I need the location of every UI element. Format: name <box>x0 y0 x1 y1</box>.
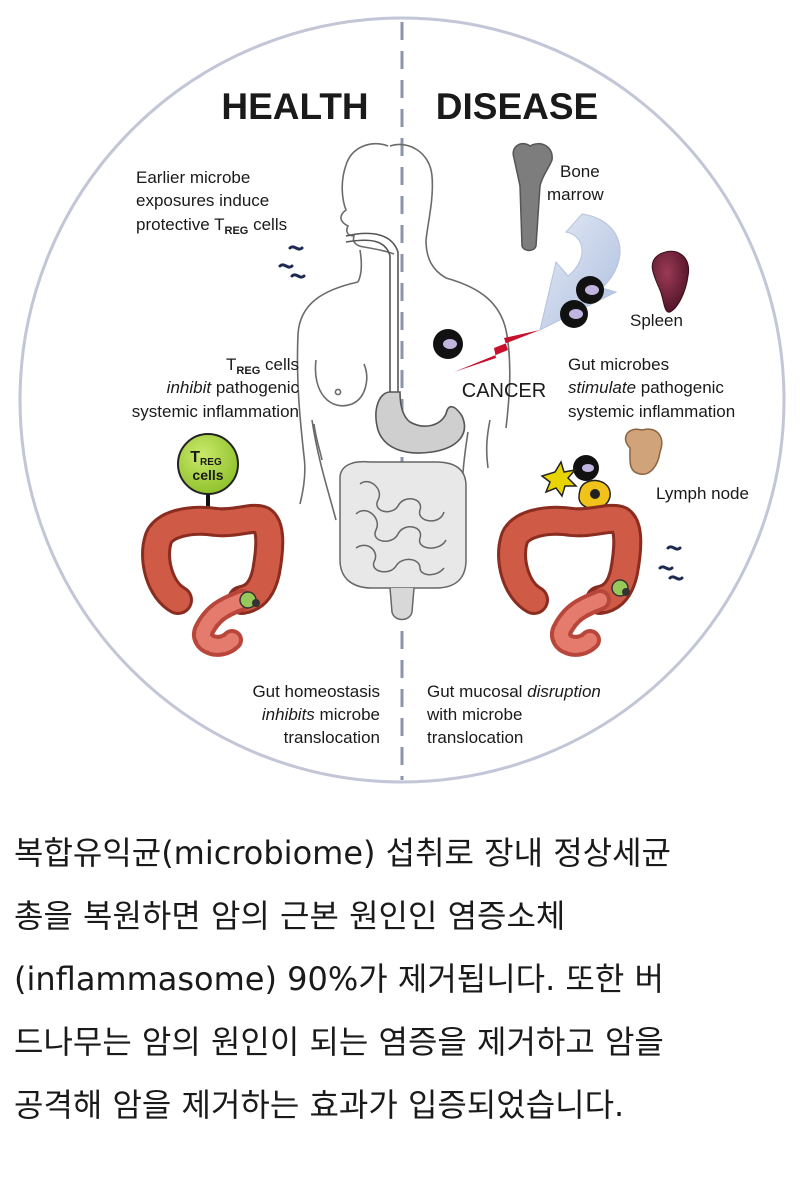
lymph-node-label: Lymph node <box>656 484 749 503</box>
header-disease: DISEASE <box>436 86 598 127</box>
gut-homeostasis-text: Gut homeostasis inhibits microbe translo… <box>252 682 380 747</box>
bone-marrow-line2: marrow <box>547 185 604 204</box>
caption-line: 공격해 암을 제거하는 효과가 입증되었습니다. <box>14 1086 625 1124</box>
treg-inhibitor-sign: TREG cells <box>177 433 239 517</box>
gut-microbes-line2: stimulate pathogenic <box>568 378 724 397</box>
gut-homeostasis-line2: inhibits microbe <box>262 705 380 724</box>
gut-disruption-line3: translocation <box>427 728 523 747</box>
treg-inhibit-line2: inhibit pathogenic <box>167 378 300 397</box>
treg-inhibit-text: TREG cells inhibit pathogenic systemic i… <box>132 355 300 421</box>
treg-intro-line1: Earlier microbe <box>136 168 250 187</box>
immune-cell-icon <box>560 300 588 328</box>
treg-intro-line3: protective TREG cells <box>136 215 287 237</box>
gut-homeostasis-line3: translocation <box>284 728 380 747</box>
cancer-lightning-icon <box>454 330 540 372</box>
gut-disruption-line2: with microbe <box>426 705 522 724</box>
caption-line: 복합유익균(microbiome) 섭취로 장내 정상세균 <box>14 834 671 872</box>
treg-inhibit-line1: TREG cells <box>226 355 299 377</box>
treg-sign-cells: cells <box>192 467 223 483</box>
microbe-dot-icon <box>252 599 260 607</box>
microbe-squiggle-icon <box>658 545 684 581</box>
bone-marrow-label: Bone marrow <box>547 162 604 204</box>
header-health: HEALTH <box>221 86 368 127</box>
immune-cell-icons <box>433 276 604 481</box>
caption-line: 드나무는 암의 원인이 되는 염증을 제거하고 암을 <box>14 1023 664 1061</box>
immune-cell-icon <box>573 455 599 481</box>
intestines <box>339 460 467 621</box>
caption-line: (inflammasome) 90%가 제거됩니다. 또한 버 <box>14 960 664 998</box>
gut-microbes-line1: Gut microbes <box>568 355 669 374</box>
migration-arrow <box>539 213 621 331</box>
colon-healthy <box>141 503 285 657</box>
outer-circle <box>18 16 786 784</box>
treg-inhibit-line3: systemic inflammation <box>132 402 299 421</box>
treg-sign-label: TREG <box>190 449 222 468</box>
colon-diseased <box>497 503 643 657</box>
bone-marrow-line1: Bone <box>560 162 600 181</box>
microbe-dot-icon <box>622 588 630 596</box>
esophagus <box>345 232 399 392</box>
cancer-label: CANCER <box>462 380 546 402</box>
caption-line: 총을 복원하면 암의 근본 원인인 염증소체 <box>14 897 566 935</box>
gut-disruption-line1: Gut mucosal disruption <box>427 682 601 701</box>
korean-caption: 복합유익균(microbiome) 섭취로 장내 정상세균 총을 복원하면 암의… <box>14 822 794 1137</box>
gut-microbes-line3: systemic inflammation <box>568 402 735 421</box>
immune-cell-icon <box>576 276 604 304</box>
treg-intro-text: Earlier microbe exposures induce protect… <box>136 168 287 237</box>
spleen-label: Spleen <box>630 311 683 330</box>
spleen-icon <box>651 250 690 313</box>
gut-microbes-text: Gut microbes stimulate pathogenic system… <box>568 355 735 421</box>
health-disease-diagram: HEALTH DISEASE Earlier microbe exposures… <box>18 16 786 784</box>
gut-homeostasis-line1: Gut homeostasis <box>252 682 380 701</box>
lymph-node-icon <box>624 428 663 475</box>
gut-disruption-text: Gut mucosal disruption with microbe tran… <box>426 682 601 747</box>
treg-intro-line2: exposures induce <box>136 191 269 210</box>
stomach <box>375 391 466 454</box>
immune-cell-icon <box>433 329 463 359</box>
bone-icon <box>512 142 553 252</box>
microbe-squiggle-icon <box>278 245 306 279</box>
body-silhouette <box>296 142 511 531</box>
starburst-icon <box>540 460 578 498</box>
